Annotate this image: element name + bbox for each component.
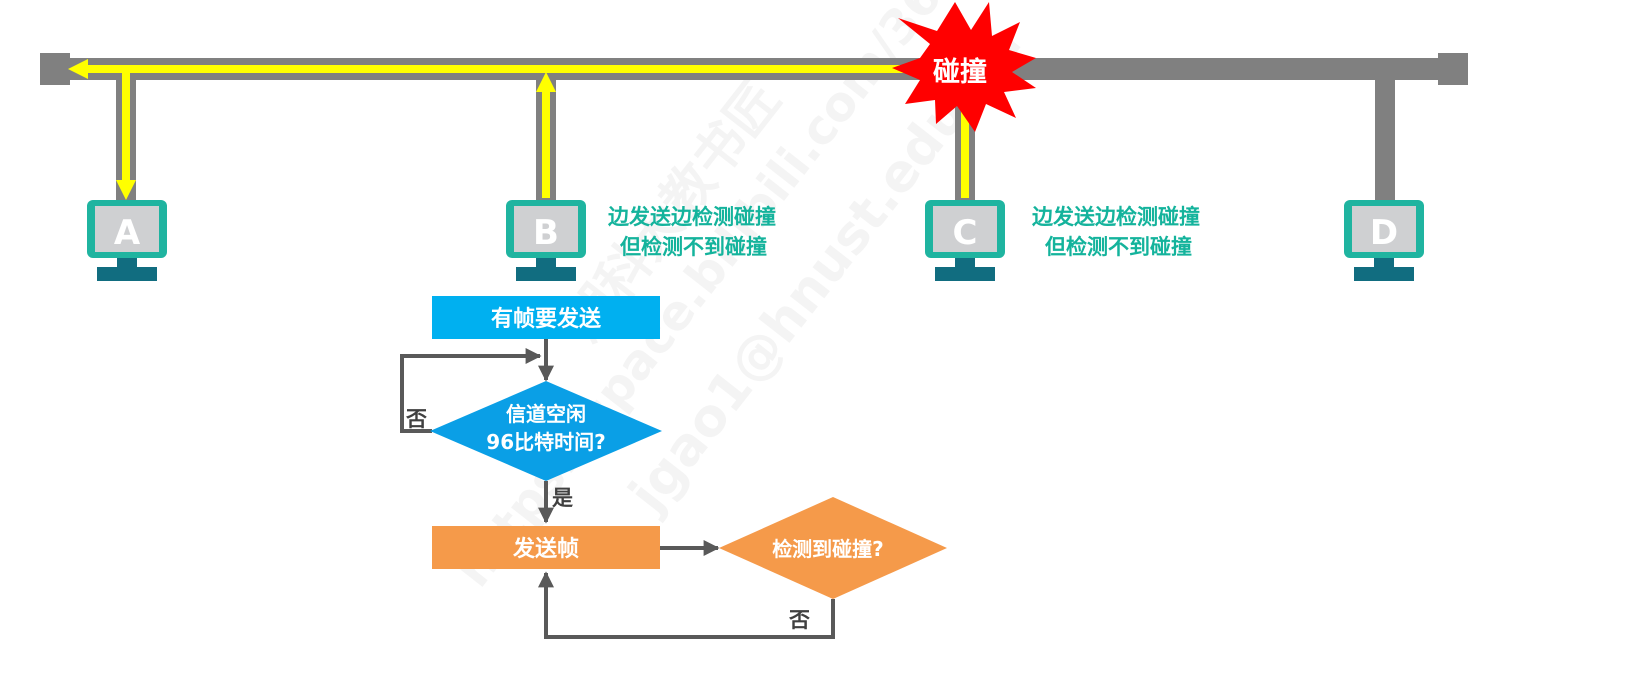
flow-send-box <box>432 526 660 569</box>
bus-terminator-right <box>1438 53 1468 85</box>
note-b-line2: 但检测不到碰撞 <box>620 235 767 259</box>
collision-label: 碰撞 <box>933 56 987 88</box>
drop-line-d <box>1375 68 1395 200</box>
signal-arrow-up-b <box>536 72 556 92</box>
flow-start-box <box>432 296 660 339</box>
flow-decision-diamond <box>430 381 662 481</box>
note-b-line1: 边发送边检测碰撞 <box>608 205 776 229</box>
flow-detect-diamond <box>719 497 947 599</box>
station-label-b: B <box>533 213 559 253</box>
flow-decision-line1: 信道空闲 <box>506 402 586 426</box>
station-label-c: C <box>953 213 978 253</box>
collision-star <box>892 2 1036 132</box>
flow-no-loop <box>400 348 542 433</box>
flow-no-label-2: 否 <box>789 608 810 632</box>
signal-arrow-left <box>68 59 88 79</box>
station-label-d: D <box>1370 213 1398 253</box>
signal-arrow-down-a <box>116 180 136 200</box>
computer-b: B <box>506 200 586 281</box>
flow-detect-label: 检测到碰撞? <box>772 537 884 561</box>
collision-burst: 碰撞 <box>892 2 1036 132</box>
flowchart: 有帧要发送 否 信道空闲 96比特时间? 是 发送帧 检测到碰撞? 否 <box>400 296 947 639</box>
computer-d: D <box>1344 200 1424 281</box>
note-c-line1: 边发送边检测碰撞 <box>1032 205 1200 229</box>
flow-send-label: 发送帧 <box>512 536 579 562</box>
flow-yes-label: 是 <box>552 486 573 510</box>
flow-detect-no-loop <box>538 571 835 639</box>
flow-decision-line2: 96比特时间? <box>486 430 605 454</box>
signal-path <box>68 59 969 200</box>
flow-start-label: 有帧要发送 <box>491 306 601 332</box>
note-c-line2: 但检测不到碰撞 <box>1045 235 1192 259</box>
bus-terminator-left <box>40 53 70 85</box>
station-label-a: A <box>114 213 141 253</box>
flow-no-label-1: 否 <box>406 407 427 431</box>
computer-c: C <box>925 200 1005 281</box>
computer-a: A <box>87 200 167 281</box>
